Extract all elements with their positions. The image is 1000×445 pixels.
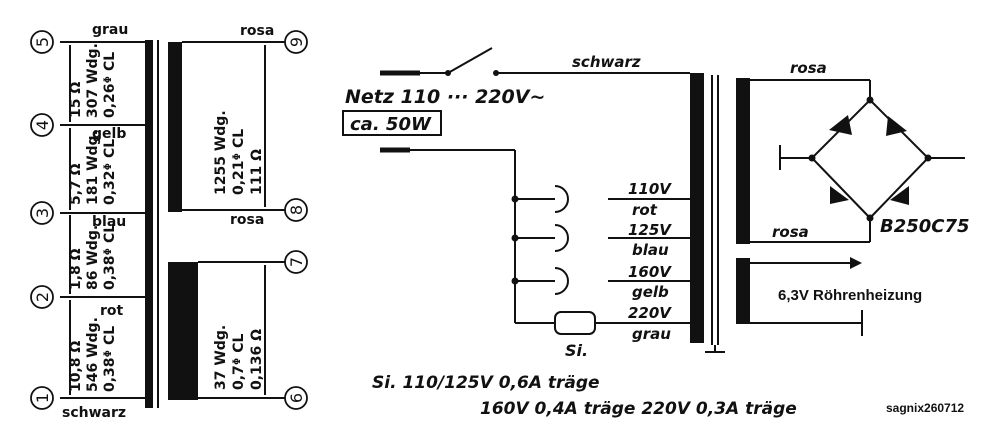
junction-110 (511, 195, 519, 203)
wire-gelb-label: gelb (92, 126, 126, 142)
junction-160 (511, 277, 519, 285)
primary-1-wire: 0,38ᶲ CL (102, 326, 118, 392)
terminal-7-number: 7 (287, 257, 306, 267)
primary-4-turns: 307 Wdg. (85, 43, 101, 118)
primary-2-wire: 0,38ᶲ CL (102, 224, 118, 290)
primary-2-ohm: 1,8 Ω (68, 248, 84, 290)
bridge-node-top (866, 96, 874, 104)
heater-label: 6,3V Röhrenheizung (778, 287, 922, 304)
terminal-1-circle (30, 386, 54, 410)
wire-rosa-bottom: rosa (772, 223, 809, 241)
wire-blau-label: blau (92, 214, 126, 230)
tap-220-volt: 220V (628, 304, 672, 322)
terminal-5-number: 5 (33, 37, 52, 47)
bridge-node-bottom (866, 214, 874, 222)
primary-1-ohm: 10,8 Ω (68, 341, 84, 392)
fuse-label: Si. (565, 341, 588, 360)
bridge-node-right (924, 154, 932, 162)
fuse-spec-line-1: Si. 110/125V 0,6A träge (372, 373, 600, 393)
terminal-4-circle (30, 113, 54, 137)
rectifier-label: B250C75 (880, 216, 970, 237)
diode-3-icon (830, 186, 849, 204)
diode-2-icon (886, 116, 907, 136)
terminal-8-number: 8 (287, 205, 306, 215)
hv-ohm: 111 Ω (249, 149, 265, 195)
diode-1-icon (829, 115, 852, 135)
heater-turns: 37 Wdg. (213, 325, 229, 390)
tap-125-color: blau (632, 241, 669, 259)
terminal-3-number: 3 (33, 208, 52, 218)
switch-pivot (445, 70, 451, 76)
primary-3-wire: 0,32ᶲ CL (102, 139, 118, 205)
terminal-2-number: 2 (33, 292, 52, 302)
heater-arrow-icon (850, 257, 862, 269)
credit-label: sagnix260712 (886, 401, 964, 415)
wire-schwarz-label: schwarz (62, 405, 126, 421)
wire-rosa-8-label: rosa (230, 212, 264, 228)
junction-125 (511, 234, 519, 242)
tap-110-color: rot (632, 201, 658, 219)
wire-grau-label: grau (92, 22, 128, 38)
terminal-1-number: 1 (33, 393, 52, 403)
primary-4-ohm: 15 Ω (68, 82, 84, 118)
wire-schwarz-top: schwarz (572, 53, 641, 71)
power-box (342, 110, 442, 136)
terminal-4-number: 4 (33, 120, 52, 130)
terminal-7-circle (284, 250, 308, 274)
terminal-8-circle (284, 198, 308, 222)
bridge-node-left (808, 154, 816, 162)
primary-3-ohm: 5,7 Ω (68, 163, 84, 205)
tap-125-volt: 125V (628, 221, 672, 239)
primary-4-wire: 0,26ᶲ CL (102, 52, 118, 118)
diode-4-icon (890, 186, 909, 205)
primary-3-turns: 181 Wdg. (85, 130, 101, 205)
primary-2-turns: 86 Wdg. (85, 225, 101, 290)
heater-wire: 0,7ᶲ CL (231, 333, 247, 390)
terminal-6-circle (284, 386, 308, 410)
terminal-2-circle (30, 285, 54, 309)
wire-rot-label: rot (100, 303, 124, 319)
wire-rosa-9-label: rosa (240, 23, 274, 39)
tap-160-color: gelb (632, 283, 669, 301)
terminal-5-circle (30, 30, 54, 54)
terminal-9-circle (284, 30, 308, 54)
hv-turns: 1255 Wdg. (213, 110, 229, 195)
primary-1-turns: 546 Wdg. (85, 317, 101, 392)
hv-wire: 0,21ᶲ CL (231, 129, 247, 195)
wire-rosa-top: rosa (790, 59, 827, 77)
power-label: ca. 50W (350, 114, 432, 135)
terminal-3-circle (30, 201, 54, 225)
heater-ohm: 0,136 Ω (249, 329, 265, 390)
tap-160-volt: 160V (628, 263, 672, 281)
switch-contact (493, 70, 499, 76)
terminal-6-number: 6 (287, 393, 306, 403)
tap-110-volt: 110V (628, 180, 672, 198)
terminal-9-number: 9 (287, 37, 306, 47)
fuse-spec-line-2: 160V 0,4A träge 220V 0,3A träge (480, 399, 797, 419)
mains-label: Netz 110 ··· 220V~ (345, 86, 545, 108)
tap-220-color: grau (632, 325, 671, 343)
